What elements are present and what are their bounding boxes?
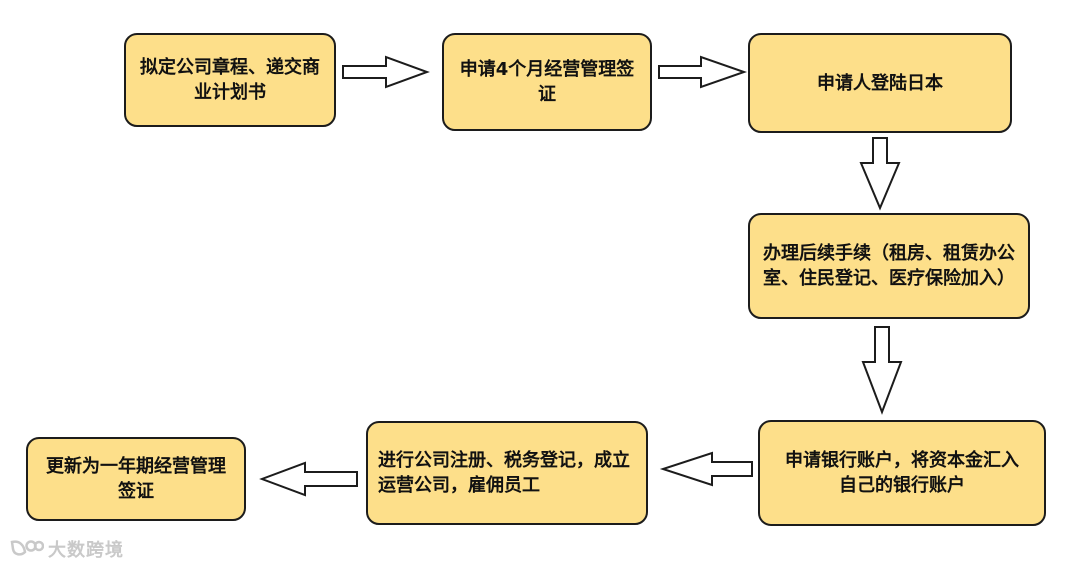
step-4-text: 办理后续手续（租房、租赁办公室、住民登记、医疗保险加入） [763,243,1015,289]
step-2-text: 申请4个月经营管理签证 [459,59,635,105]
step-4-box: 办理后续手续（租房、租赁办公室、住民登记、医疗保险加入） [748,213,1030,319]
arrow-down-2 [861,326,903,415]
step-1-box: 拟定公司章程、递交商业计划书 [124,33,336,127]
step-2-box: 申请4个月经营管理签证 [442,33,652,131]
step-7-text: 更新为一年期经营管理签证 [46,456,226,502]
step-3-text: 申请人登陆日本 [817,72,943,94]
step-5-box: 申请银行账户，将资本金汇入自己的银行账户 [758,420,1046,526]
arrow-right-2 [658,55,748,89]
step-5-text: 申请银行账户，将资本金汇入自己的银行账户 [785,450,1019,496]
arrow-left-2 [259,461,358,497]
butterfly-logo-icon [10,540,44,556]
step-6-text: 进行公司注册、税务登记，成立运营公司，雇佣员工 [378,450,630,496]
watermark-text: 大数跨境 [48,540,124,561]
step-3-box: 申请人登陆日本 [748,33,1012,133]
watermark: 大数跨境 [10,536,124,562]
arrow-right-1 [342,55,430,89]
step-6-box: 进行公司注册、税务登记，成立运营公司，雇佣员工 [366,421,648,525]
step-7-box: 更新为一年期经营管理签证 [26,437,246,521]
arrow-left-1 [659,451,753,487]
arrow-down-1 [859,137,901,211]
step-1-text: 拟定公司章程、递交商业计划书 [140,57,320,103]
